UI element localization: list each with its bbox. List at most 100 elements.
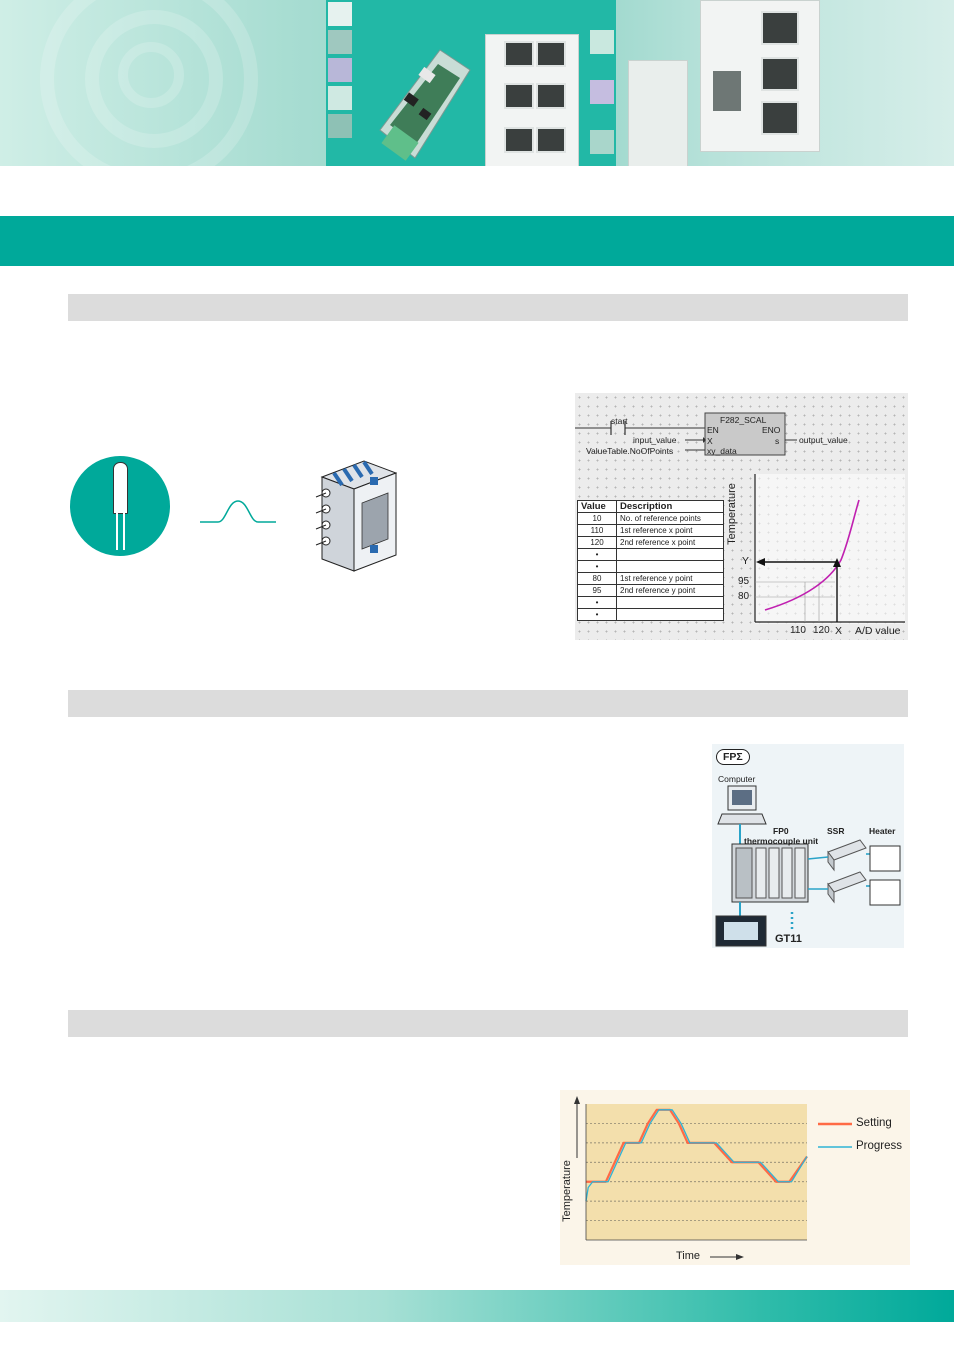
y-axis-label: Temperature [725,483,738,545]
tile [328,86,352,110]
table-cell [616,608,724,621]
table-row: • [577,560,724,573]
table-cell [616,560,724,573]
plot-area [586,1104,807,1240]
pin-en: EN [707,425,719,435]
table-row: • [577,548,724,561]
tile [328,30,352,54]
thermistor-icon [113,462,128,514]
section-bar-1 [68,294,908,321]
pin-x: X [707,436,713,446]
tile [590,80,614,104]
table-cell: No. of reference points [616,512,724,525]
y-mark-Y: Y [742,555,750,567]
table-cell [616,596,724,609]
table-cell [616,548,724,561]
plc-module-image [485,34,579,166]
output-variable: output_value [799,435,848,445]
table-cell: 2nd reference x point [616,536,724,549]
tile [590,30,614,54]
fp-sigma-badge: FPΣ [716,749,750,765]
unit-label-line1: FP0 [773,826,789,836]
tile [328,114,352,138]
ssr-icon [827,871,867,893]
table-header: Value [577,500,617,513]
arrow-head [736,1254,744,1260]
table-cell: 2nd reference y point [616,584,724,597]
contact-label: start [611,416,628,426]
title-band [0,216,954,266]
x-axis-label: A/D value [855,625,901,637]
pin-xy: xy_data [707,446,737,456]
tile [328,2,352,26]
scaling-curve [764,499,860,611]
arrow-head [756,558,765,566]
tile [590,130,614,154]
legend-setting-label: Setting [856,1117,892,1129]
table-cell: 1st reference x point [616,524,724,537]
heater-icon [869,879,901,906]
table-cell: 10 [577,512,617,525]
circuit-board-image [379,49,471,161]
table-row: • [577,596,724,609]
temperature-axis-label-box: Temperature [726,470,751,560]
table-cell: • [577,560,617,573]
signal-wave-icon [200,500,276,523]
table-row: • [577,608,724,621]
wire [807,856,829,860]
table-cell: 120 [577,536,617,549]
table-cell: 110 [577,524,617,537]
footer-bar [0,1290,954,1322]
table-cell: • [577,596,617,609]
unit-label-line2: thermocouple unit [744,836,819,846]
table-cell: 80 [577,572,617,585]
input-variable: input_value [633,435,677,445]
y-mark-95: 95 [738,576,750,587]
y-mark-80: 80 [738,591,750,602]
profile-y-label: Temperature [561,1160,573,1222]
system-diagram [715,785,901,947]
keyboard-icon [717,813,767,825]
x-mark-X: X [835,625,843,637]
section-bar-3 [68,1010,908,1037]
analog-unit-icon [315,460,397,572]
tile [328,58,352,82]
legend-progress-label: Progress [856,1140,903,1152]
pin-eno: ENO [762,425,781,435]
profile-x-label: Time [676,1250,701,1262]
table-cell: • [577,608,617,621]
function-name: F282_SCAL [720,415,767,425]
section-bar-2 [68,690,908,717]
x-mark-120: 120 [813,625,830,636]
table-cell: • [577,548,617,561]
arrow-head [574,1096,580,1104]
x-mark-110: 110 [790,625,806,636]
table-variable: ValueTable.NoOfPoints [586,446,674,456]
hero-banner [0,0,954,166]
table-header: Description [616,500,724,513]
scaling-curve-chart [754,474,905,624]
series-line-progress [585,1109,808,1202]
temperature-profile-chart [574,1096,852,1260]
sensor-lead [116,513,118,550]
ssr-label: SSR [827,826,845,836]
table-header-row: Value Description [577,500,724,513]
plc-module-image [628,60,688,166]
heater-icon [869,845,901,872]
heater-label: Heater [869,826,896,836]
table-cell: 1st reference y point [616,572,724,585]
ladder-diagram [575,412,797,456]
plc-module-image [700,0,820,152]
sensor-lead [123,513,125,550]
ssr-icon [827,839,867,861]
gt11-label: GT11 [775,933,802,945]
swirl-decoration [118,42,184,108]
pin-s: s [775,436,780,446]
computer-label: Computer [718,774,756,784]
